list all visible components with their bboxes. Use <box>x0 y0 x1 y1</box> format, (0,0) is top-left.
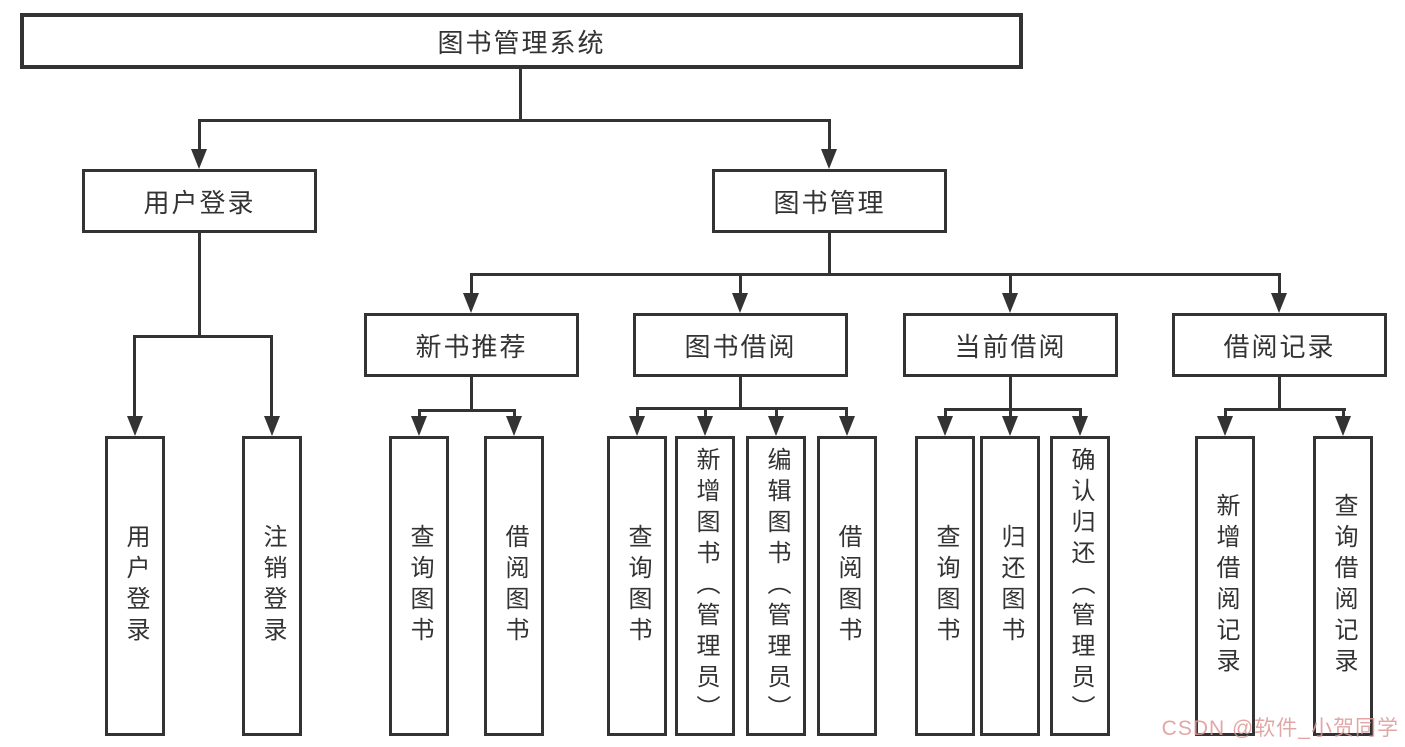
tree-line <box>828 233 831 273</box>
leaf-query-borrow-record: 查询借阅记录 <box>1313 436 1373 736</box>
tree-line <box>470 377 473 409</box>
tree-line <box>1009 377 1012 408</box>
leaf-borrow-books-recommend: 借阅图书 <box>484 436 544 736</box>
arrow-down-icon <box>191 149 207 169</box>
node-book-management: 图书管理 <box>712 169 947 233</box>
node-borrowing-records-label: 借阅记录 <box>1223 331 1336 362</box>
tree-line <box>198 119 201 151</box>
tree-line <box>470 273 473 295</box>
tree-line <box>739 377 742 407</box>
tree-line <box>828 119 831 151</box>
leaf-edit-book-admin: 编辑图书（管理员） <box>746 436 806 736</box>
tree-line <box>636 407 848 410</box>
leaf-return-books: 归还图书 <box>980 436 1040 736</box>
arrow-down-icon <box>1002 293 1018 313</box>
tree-line <box>198 119 831 122</box>
leaf-query-books-current: 查询图书 <box>915 436 975 736</box>
leaf-add-borrow-record: 新增借阅记录 <box>1195 436 1255 736</box>
arrow-down-icon <box>411 416 427 436</box>
arrow-down-icon <box>1072 416 1088 436</box>
tree-line <box>270 335 273 418</box>
leaf-query-books-borrowing-label: 查询图书 <box>624 524 651 648</box>
tree-line <box>1009 408 1012 418</box>
tree-line <box>845 407 848 418</box>
node-user-login: 用户登录 <box>82 169 317 233</box>
tree-line <box>1224 408 1346 411</box>
tree-line <box>1224 408 1227 418</box>
node-library-system-label: 图书管理系统 <box>437 27 606 58</box>
arrow-down-icon <box>1335 416 1351 436</box>
leaf-logout: 注销登录 <box>242 436 302 736</box>
arrow-down-icon <box>1217 416 1233 436</box>
tree-line <box>513 409 516 419</box>
tree-line <box>1278 377 1281 408</box>
leaf-edit-book-admin-label: 编辑图书（管理员） <box>763 446 790 726</box>
leaf-add-borrow-record-label: 新增借阅记录 <box>1212 493 1239 679</box>
arrow-down-icon <box>1002 416 1018 436</box>
node-current-borrowing: 当前借阅 <box>903 313 1118 377</box>
node-new-book-recommend: 新书推荐 <box>364 313 579 377</box>
leaf-confirm-return-admin: 确认归还（管理员） <box>1050 436 1110 736</box>
tree-line <box>944 408 947 418</box>
arrow-down-icon <box>697 416 713 436</box>
node-user-login-label: 用户登录 <box>143 187 256 218</box>
csdn-watermark: CSDN @软件_小贺同学 <box>1161 717 1399 740</box>
tree-line <box>739 273 742 295</box>
leaf-confirm-return-admin-label: 确认归还（管理员） <box>1067 446 1094 726</box>
arrow-down-icon <box>629 416 645 436</box>
node-new-book-recommend-label: 新书推荐 <box>415 331 528 362</box>
leaf-query-books-borrowing: 查询图书 <box>607 436 667 736</box>
tree-line <box>198 233 201 335</box>
arrow-down-icon <box>821 149 837 169</box>
leaf-user-login-label: 用户登录 <box>122 524 149 648</box>
leaf-query-borrow-record-label: 查询借阅记录 <box>1330 493 1357 679</box>
node-library-system: 图书管理系统 <box>20 13 1023 69</box>
arrow-down-icon <box>463 293 479 313</box>
leaf-query-books-recommend-label: 查询图书 <box>406 524 433 648</box>
tree-line <box>636 407 639 418</box>
tree-line <box>1079 408 1082 418</box>
tree-line <box>944 408 1082 411</box>
leaf-return-books-label: 归还图书 <box>997 524 1024 648</box>
arrow-down-icon <box>506 416 522 436</box>
arrow-down-icon <box>264 416 280 436</box>
tree-line <box>1342 408 1345 418</box>
node-book-borrowing-label: 图书借阅 <box>684 331 797 362</box>
arrow-down-icon <box>839 416 855 436</box>
leaf-user-login: 用户登录 <box>105 436 165 736</box>
leaf-logout-label: 注销登录 <box>259 524 286 648</box>
tree-line <box>418 409 516 412</box>
tree-line <box>1009 273 1012 295</box>
arrow-down-icon <box>768 416 784 436</box>
tree-line <box>519 69 522 119</box>
node-current-borrowing-label: 当前借阅 <box>954 331 1067 362</box>
leaf-borrow-books-label: 借阅图书 <box>834 524 861 648</box>
leaf-borrow-books-recommend-label: 借阅图书 <box>501 524 528 648</box>
tree-line <box>704 407 707 418</box>
tree-line <box>418 409 421 419</box>
leaf-add-book-admin-label: 新增图书（管理员） <box>692 446 719 726</box>
tree-line <box>470 273 1281 276</box>
tree-line <box>133 335 136 418</box>
node-book-management-label: 图书管理 <box>773 187 886 218</box>
leaf-query-books-current-label: 查询图书 <box>932 524 959 648</box>
tree-line <box>133 335 273 338</box>
leaf-borrow-books: 借阅图书 <box>817 436 877 736</box>
arrow-down-icon <box>937 416 953 436</box>
arrow-down-icon <box>1271 293 1287 313</box>
arrow-down-icon <box>732 293 748 313</box>
tree-line <box>775 407 778 418</box>
node-borrowing-records: 借阅记录 <box>1172 313 1387 377</box>
leaf-query-books-recommend: 查询图书 <box>389 436 449 736</box>
arrow-down-icon <box>127 416 143 436</box>
tree-line <box>1278 273 1281 295</box>
node-book-borrowing: 图书借阅 <box>633 313 848 377</box>
leaf-add-book-admin: 新增图书（管理员） <box>675 436 735 736</box>
